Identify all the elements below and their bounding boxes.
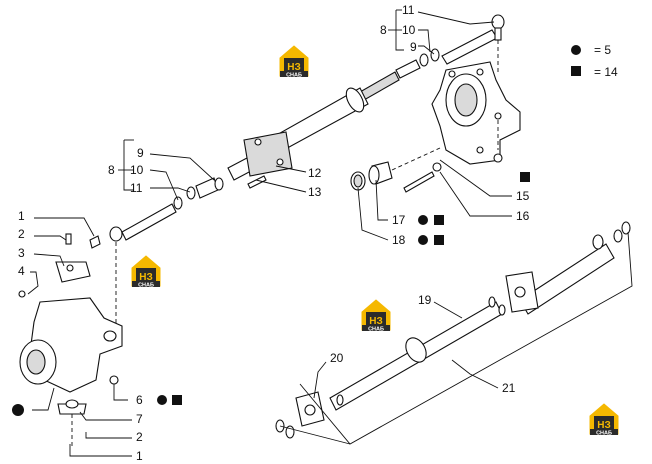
callout-18: 18 <box>392 233 406 247</box>
callout-8-left: 8 <box>108 163 115 177</box>
callout-1-bottom: 1 <box>136 449 143 463</box>
svg-text:НЗ: НЗ <box>287 62 301 73</box>
steering-knuckle-right <box>431 61 521 165</box>
svg-text:СНАБ: СНАБ <box>596 431 612 437</box>
callout-7: 7 <box>136 412 143 426</box>
callout-2-top: 2 <box>18 227 25 241</box>
mark-symbols <box>12 172 530 416</box>
callout-15: 15 <box>516 189 530 203</box>
callout-19: 19 <box>418 293 432 307</box>
callout-3: 3 <box>18 246 25 260</box>
knuckle-left-circle-mark <box>12 404 24 416</box>
steering-knuckle-left <box>18 233 123 446</box>
svg-text:СНАБ: СНАБ <box>286 73 302 79</box>
callout-9-left: 9 <box>137 146 144 160</box>
legend-square-value: = 14 <box>594 65 618 79</box>
svg-text:НЗ: НЗ <box>369 316 383 327</box>
callout-10-right: 10 <box>402 23 416 37</box>
part-17-square-mark <box>434 215 444 225</box>
brand-logo-top: НЗ СНАБ <box>279 45 309 79</box>
callout-8-right: 8 <box>380 23 387 37</box>
callout-20: 20 <box>330 351 344 365</box>
callout-17: 17 <box>392 213 406 227</box>
svg-text:СНАБ: СНАБ <box>138 283 154 289</box>
svg-text:НЗ: НЗ <box>139 272 153 283</box>
callout-6: 6 <box>136 393 143 407</box>
part-17-circle-mark <box>418 215 428 225</box>
callout-4: 4 <box>18 264 25 278</box>
svg-text:НЗ: НЗ <box>597 420 611 431</box>
center-tie-rod <box>109 131 293 330</box>
callout-12: 12 <box>308 166 322 180</box>
brand-logo-center: НЗ СНАБ <box>361 299 391 333</box>
svg-text:СНАБ: СНАБ <box>368 327 384 333</box>
lower-tie-rod-assembly <box>275 221 633 445</box>
callout-11-left: 11 <box>130 181 143 195</box>
brand-logo-left: НЗ СНАБ <box>131 255 161 289</box>
callout-10-left: 10 <box>130 163 144 177</box>
legend-circle-symbol <box>571 45 581 55</box>
part-18-circle-mark <box>418 235 428 245</box>
part-15-square-mark <box>520 172 530 182</box>
callout-21: 21 <box>502 381 516 395</box>
legend: = 5 = 14 <box>571 43 618 79</box>
callout-1-top: 1 <box>18 209 25 223</box>
brand-logo-bottom-right: НЗ СНАБ <box>589 403 619 437</box>
callout-16: 16 <box>516 209 530 223</box>
callout-2-bottom: 2 <box>136 430 143 444</box>
legend-circle-value: = 5 <box>594 43 611 57</box>
callout-13: 13 <box>308 185 322 199</box>
callout-9-right: 9 <box>410 40 417 54</box>
part-6-circle-mark <box>157 395 167 405</box>
legend-square-symbol <box>571 66 581 76</box>
bushing-seal-set <box>350 147 442 193</box>
part-18-square-mark <box>434 235 444 245</box>
callout-11-right: 11 <box>402 3 415 17</box>
callout-numbers: 11 10 8 9 9 8 10 11 12 13 15 16 17 18 1 … <box>18 3 530 463</box>
leader-lines <box>27 9 512 457</box>
part-6-square-mark <box>172 395 182 405</box>
